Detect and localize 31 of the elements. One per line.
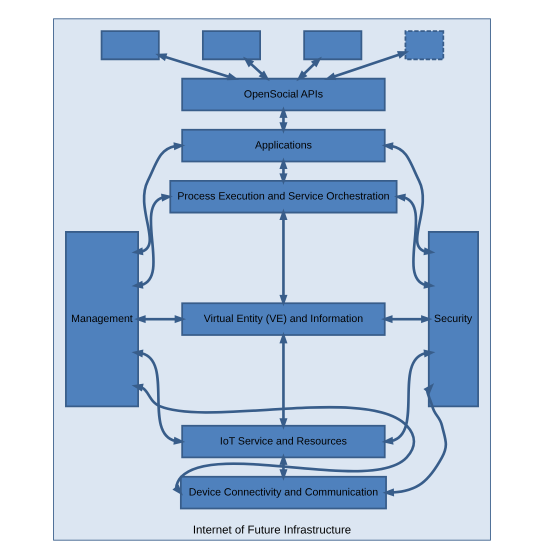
node-box (100, 30, 160, 60)
arrow (381, 349, 435, 445)
arrow (381, 142, 435, 256)
arrow (278, 453, 287, 481)
node-box: Applications (180, 128, 386, 162)
node-box: Virtual Entity (VE) and Information (180, 302, 386, 336)
node-box (302, 30, 362, 60)
arrow (296, 56, 322, 82)
arrow (131, 384, 415, 496)
arrow (134, 315, 186, 324)
arrow (154, 53, 238, 80)
arrow (131, 194, 172, 289)
arrow (131, 142, 185, 256)
arrow (278, 208, 287, 306)
arrow (278, 157, 287, 185)
arrow (131, 349, 185, 445)
node-box: Process Execution and Service Orchestration (168, 180, 397, 214)
arrow (382, 383, 447, 496)
arrow (324, 51, 409, 80)
node-box: Security (427, 231, 478, 408)
node-box: IoT Service and Resources (180, 424, 386, 458)
arrow (393, 194, 435, 289)
arrow (242, 56, 270, 82)
node-box: Management (64, 231, 138, 408)
arrow (380, 315, 432, 324)
node-box: OpenSocial APIs (180, 78, 386, 112)
arrow (278, 332, 287, 430)
arrow (278, 106, 287, 134)
node-box (201, 30, 260, 60)
node-box (404, 30, 444, 60)
node-box: Device Connectivity and Communication (179, 476, 386, 510)
